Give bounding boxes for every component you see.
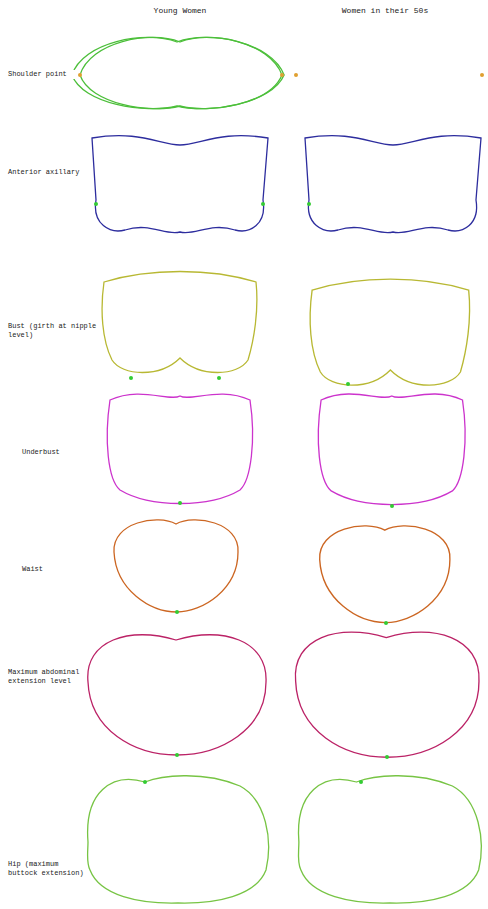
underbust-section (107, 394, 465, 505)
row-label: Anterior axillary (8, 168, 90, 177)
shoulder-section (72, 37, 284, 108)
row-label: Hip (maximum buttock extension) (8, 860, 84, 878)
column-header: Women in their 50s (330, 6, 440, 15)
row-label: Maximum abdominal extension level (8, 668, 82, 686)
axillary-section (92, 136, 481, 233)
row-label: Shoulder point (8, 70, 76, 79)
row-label: Bust (girth at nipple level) (8, 322, 100, 340)
abdominal-section (88, 632, 479, 757)
row-label: Waist (22, 565, 102, 574)
hip-section (88, 776, 482, 903)
waist-section (114, 520, 450, 623)
row-label: Underbust (22, 448, 102, 457)
bust-section (102, 272, 470, 386)
landmark-dots (78, 73, 484, 784)
column-header: Young Women (130, 6, 230, 15)
